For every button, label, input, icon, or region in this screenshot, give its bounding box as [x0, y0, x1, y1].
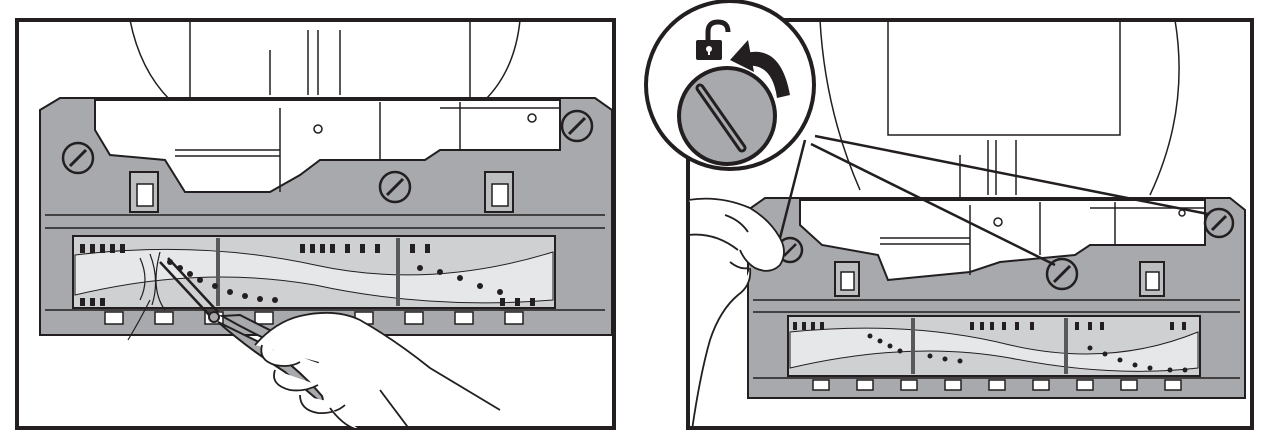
plate-clip-left [834, 261, 860, 297]
plate-clip-right [1139, 261, 1165, 297]
rotate-arrow-icon [730, 40, 790, 98]
plate-clip-left [129, 171, 159, 213]
screw-icon [1045, 257, 1079, 291]
unlock-screws-illustration [644, 0, 1254, 430]
hand-icon [688, 197, 785, 428]
cut-hair-illustration [15, 18, 616, 430]
tangled-hair [139, 251, 166, 311]
screw-icon [378, 170, 412, 204]
screw-icon [61, 141, 95, 175]
callout-lines [778, 134, 1209, 267]
plate-slots [104, 311, 524, 325]
brushroll [787, 315, 1201, 377]
magnified-screw-callout [644, 0, 816, 171]
panel-cut-hair [0, 0, 630, 436]
unlock-icon [696, 19, 731, 60]
screw-icon [677, 66, 777, 166]
hand-icon [254, 311, 501, 428]
panel-unlock-screws [630, 0, 1266, 436]
vacuum-body [129, 20, 521, 101]
screw-icon [1203, 207, 1235, 239]
plate-slots [812, 379, 1182, 391]
screw-icon [560, 109, 594, 143]
brushroll [72, 235, 556, 341]
vacuum-body [819, 20, 1180, 200]
plate-clip-right [484, 171, 514, 213]
